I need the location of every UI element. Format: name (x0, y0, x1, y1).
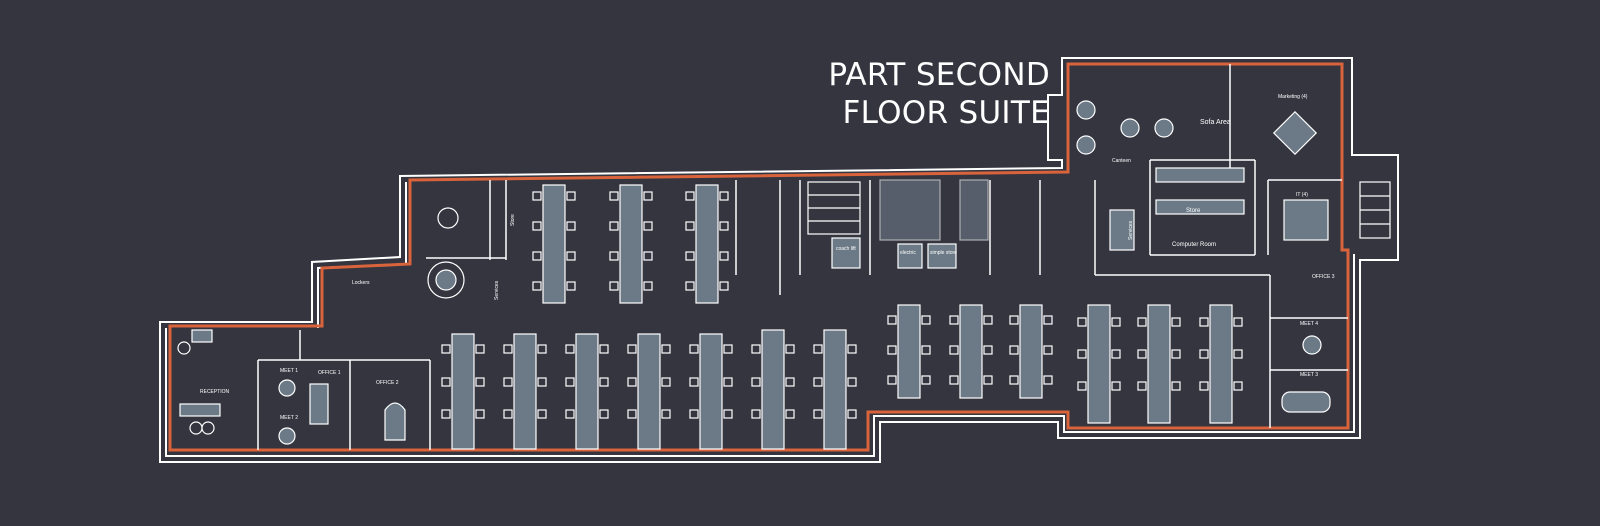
floor-title: PART SECOND FLOOR SUITE (760, 56, 1050, 132)
desk-banks-right (897, 304, 1233, 424)
label-sofa-area: Sofa Area (1200, 119, 1231, 126)
label-lockers: Lockers (352, 280, 370, 286)
label-computer-room: Computer Room (1172, 242, 1216, 248)
room-labels: RECEPTION OFFICE 1 OFFICE 2 MEET 1 MEET … (200, 94, 1335, 421)
desk-banks-lower (451, 329, 847, 450)
label-coach-lift: coach lift (836, 246, 856, 252)
label-office-1: OFFICE 1 (318, 370, 341, 376)
label-canteen: Canteen (1112, 158, 1131, 164)
floor-title-line-2: FLOOR SUITE (842, 95, 1050, 131)
front-offices-furniture (177, 329, 406, 445)
label-meet-3: MEET 3 (1300, 372, 1318, 378)
service-pod (427, 207, 465, 299)
label-meet-4: MEET 4 (1300, 321, 1318, 327)
label-reception: RECEPTION (200, 389, 230, 395)
label-meet-2: MEET 2 (280, 415, 298, 421)
desk-banks-upper (542, 184, 719, 304)
label-simple-store: simple store (930, 250, 957, 256)
label-store-left: Store (510, 214, 516, 226)
label-meet-1: MEET 1 (280, 368, 298, 374)
label-office-2: OFFICE 2 (376, 380, 399, 386)
canteen-tables (1076, 100, 1331, 413)
suite-boundary (168, 62, 1350, 452)
label-services-right: Services (1128, 220, 1134, 240)
desk-chairs (441, 191, 1243, 419)
label-office-3: OFFICE 3 (1312, 274, 1335, 280)
label-services-left: Services (494, 280, 500, 300)
floor-title-line-1: PART SECOND (828, 57, 1050, 93)
label-electric: electric (900, 250, 916, 256)
label-it-count: IT (4) (1296, 192, 1308, 198)
label-store-right: Store (1186, 208, 1201, 214)
internal-walls (257, 64, 1348, 450)
label-marketing: Marketing (4) (1278, 94, 1308, 100)
building-core (807, 179, 1391, 269)
